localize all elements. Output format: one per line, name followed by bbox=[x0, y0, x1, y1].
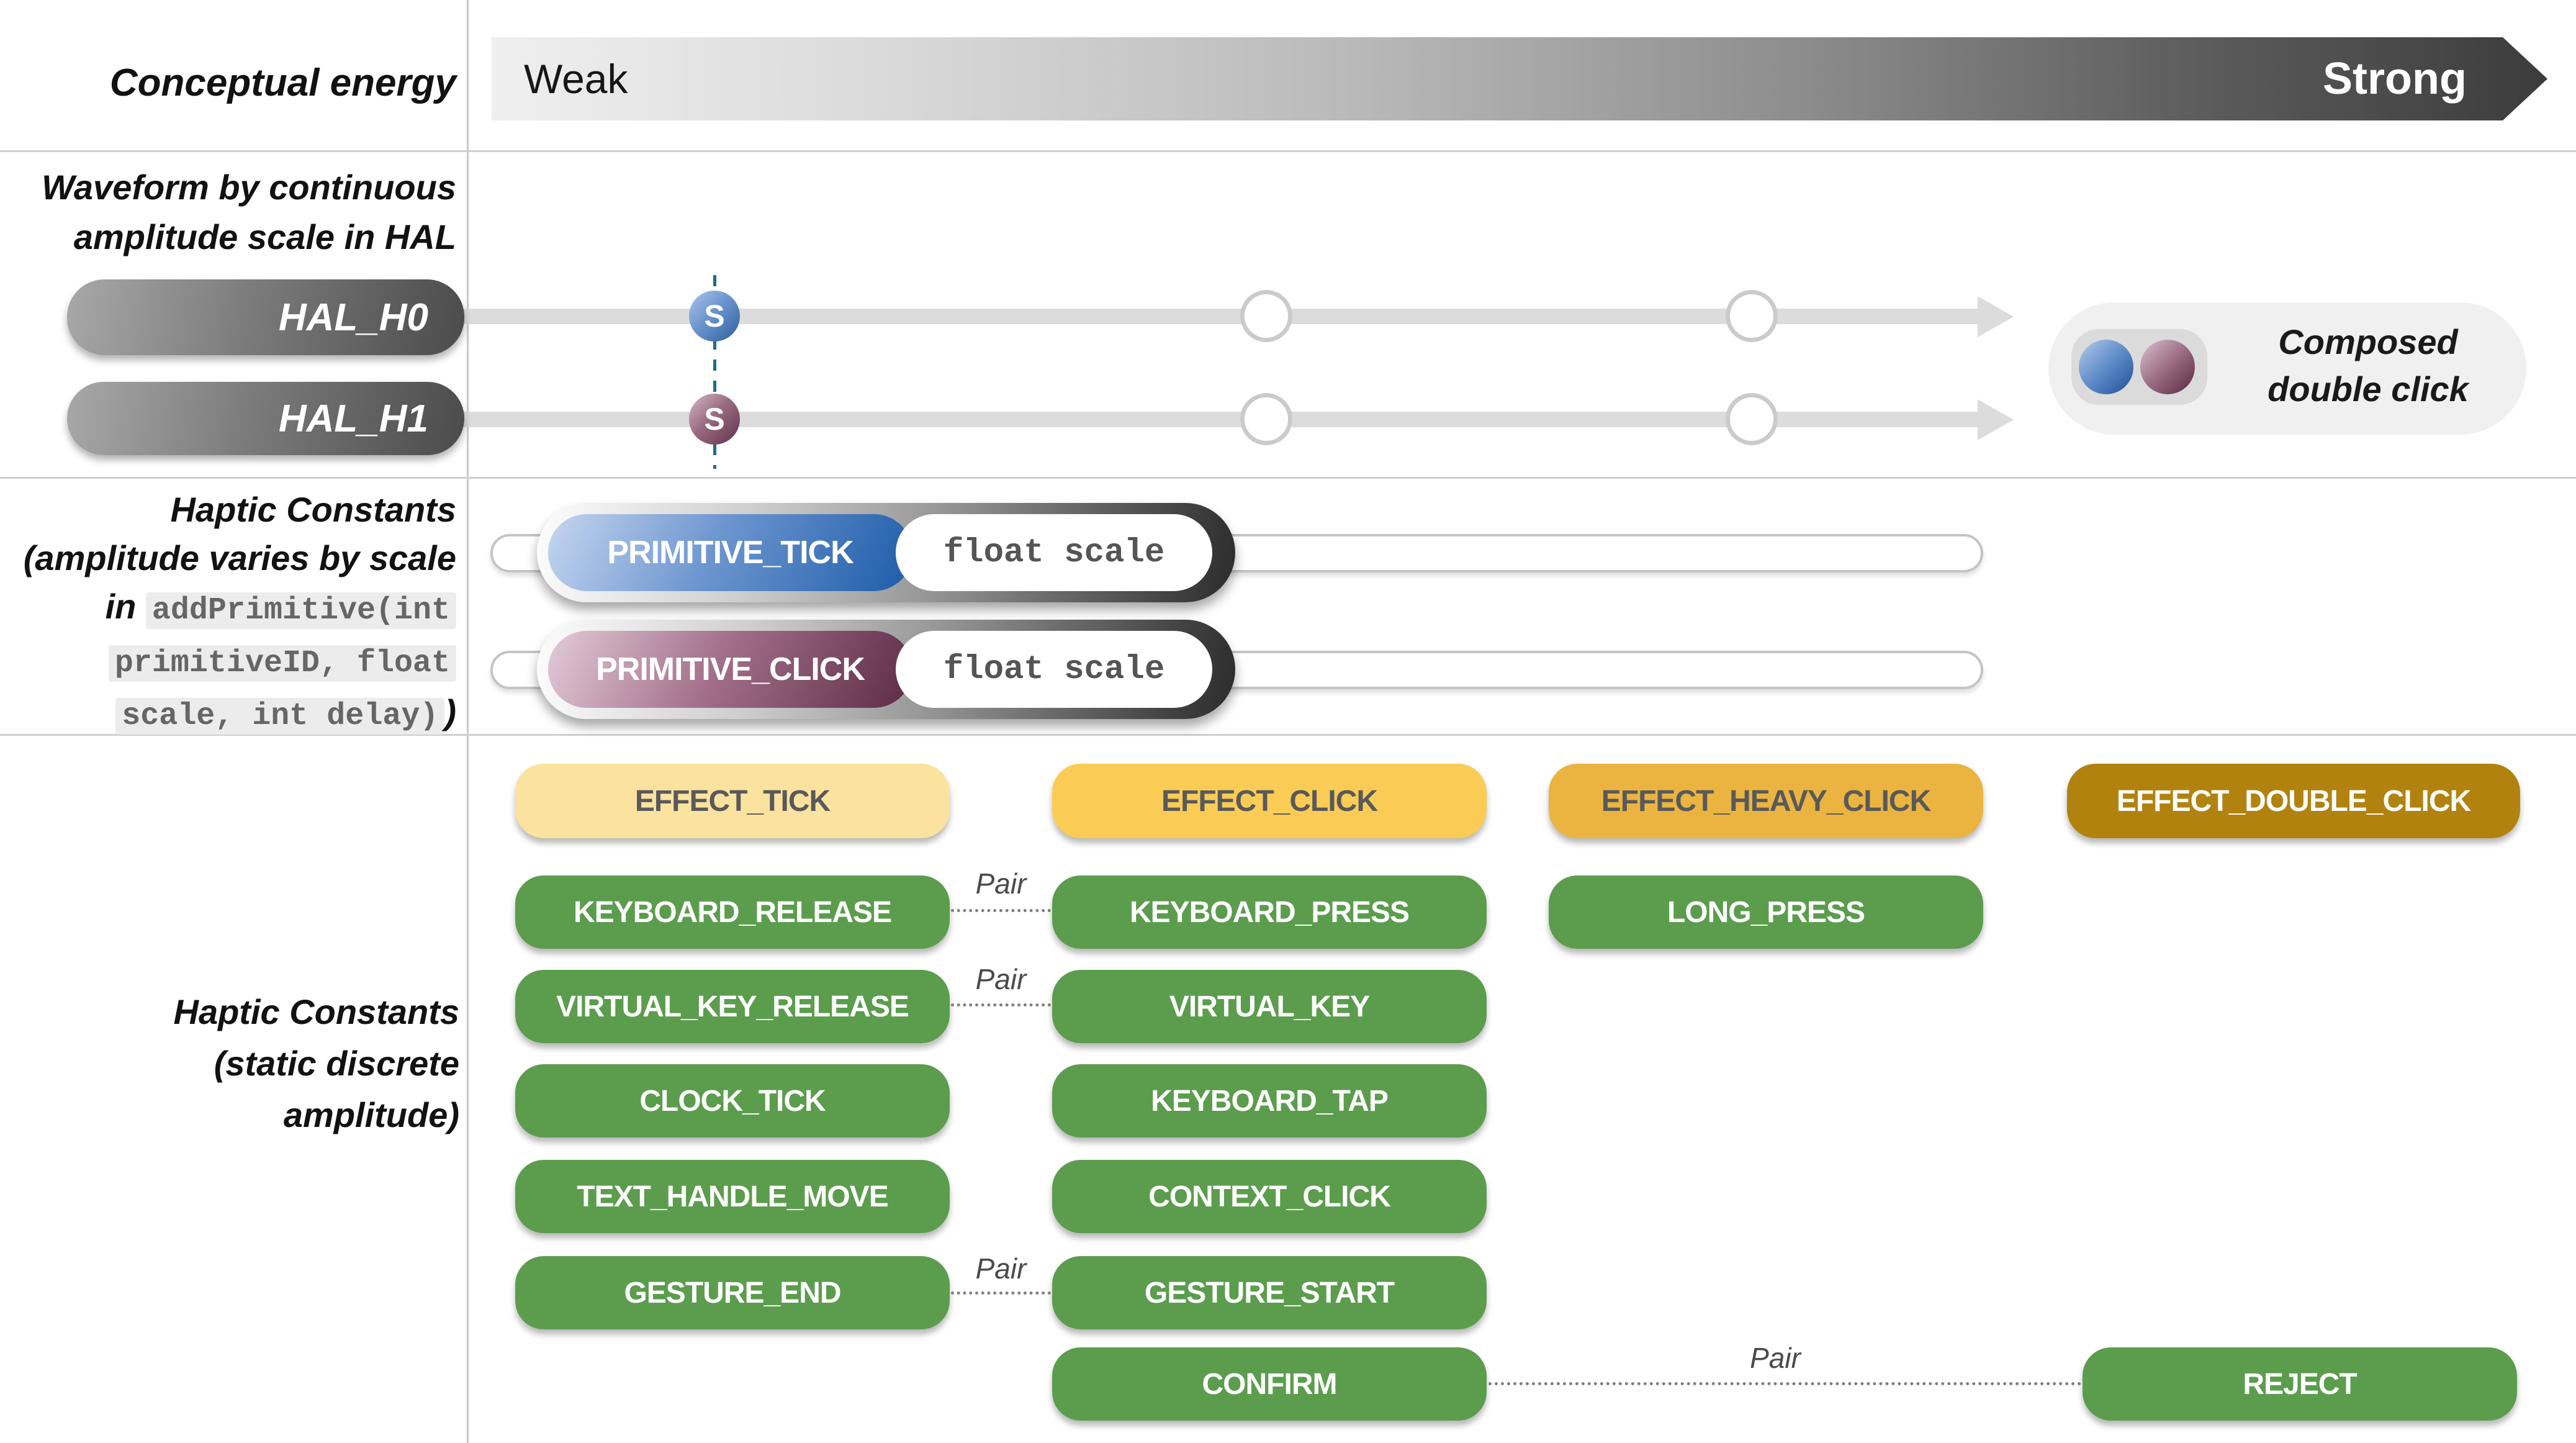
pill-effect-tick: EFFECT_TICK bbox=[515, 764, 950, 838]
pill-gesture-start: GESTURE_START bbox=[1052, 1256, 1487, 1329]
pill-effect-heavy-click-label: EFFECT_HEAVY_CLICK bbox=[1601, 784, 1932, 818]
pill-virtual-key-label: VIRTUAL_KEY bbox=[1169, 990, 1370, 1023]
primitive-tick-slider-thumb: PRIMITIVE_TICK float scale bbox=[537, 503, 1235, 602]
pair-label-confirm-reject: Pair bbox=[1750, 1342, 1801, 1374]
hal-h1-arrowhead-icon bbox=[1978, 399, 2014, 440]
primitive-code-line2: primitiveID, float bbox=[108, 645, 456, 682]
primitive-tick-label: PRIMITIVE_TICK bbox=[607, 535, 853, 571]
pill-keyboard-release-label: KEYBOARD_RELEASE bbox=[573, 895, 892, 929]
pill-confirm-label: CONFIRM bbox=[1202, 1367, 1338, 1401]
pill-keyboard-press-label: KEYBOARD_PRESS bbox=[1129, 895, 1410, 929]
composed-double-click-label: Composed double click bbox=[2222, 319, 2514, 413]
primitive-tick-param-label: float scale bbox=[943, 533, 1165, 572]
hal-h1-scale-marker-label: S bbox=[704, 402, 725, 437]
primitive-section-label: Haptic Constants (amplitude varies by sc… bbox=[0, 486, 456, 741]
pill-long-press-label: LONG_PRESS bbox=[1667, 895, 1865, 929]
scale-marker-dashed-line bbox=[713, 275, 716, 469]
pill-clock-tick: CLOCK_TICK bbox=[515, 1064, 950, 1138]
pill-effect-click: EFFECT_CLICK bbox=[1052, 764, 1487, 838]
primitive-click-label: PRIMITIVE_CLICK bbox=[596, 651, 865, 687]
row-divider-3 bbox=[0, 734, 2576, 736]
hal-h1-step-circle-2 bbox=[1726, 393, 1778, 445]
static-label-line3: amplitude) bbox=[283, 1095, 459, 1134]
column-divider bbox=[467, 0, 469, 1443]
primitive-label-line5: scale, int delay)) bbox=[0, 688, 456, 741]
hal-h0-scale-marker: S bbox=[689, 291, 740, 342]
pill-long-press: LONG_PRESS bbox=[1549, 875, 1983, 949]
primitive-label-line1: Haptic Constants bbox=[170, 490, 457, 529]
primitive-tick-param-pill: float scale bbox=[896, 514, 1212, 591]
hal-section-label: Waveform by continuous amplitude scale i… bbox=[0, 163, 456, 262]
primitive-code-line1: addPrimitive(int bbox=[145, 592, 456, 629]
energy-gradient-bar: Weak Strong bbox=[492, 37, 2547, 120]
composed-blue-dot-icon bbox=[2079, 340, 2133, 394]
composed-plum-dot-icon bbox=[2140, 340, 2195, 394]
pair-label-keyboard: Pair bbox=[975, 867, 1027, 900]
pair-label-gesture: Pair bbox=[975, 1252, 1027, 1285]
hal-h0-pill: HAL_H0 bbox=[67, 279, 464, 355]
pair-line-keyboard bbox=[951, 909, 1051, 912]
pill-gesture-end-label: GESTURE_END bbox=[624, 1276, 841, 1310]
pill-reject-label: REJECT bbox=[2243, 1367, 2357, 1401]
pill-effect-heavy-click: EFFECT_HEAVY_CLICK bbox=[1549, 764, 1983, 838]
pair-line-confirm-reject bbox=[1488, 1382, 2081, 1385]
pill-effect-double-click-label: EFFECT_DOUBLE_CLICK bbox=[2116, 784, 2471, 818]
pair-line-virtual-key bbox=[951, 1003, 1051, 1006]
primitive-label-line3: in addPrimitive(int bbox=[0, 582, 456, 635]
pill-clock-tick-label: CLOCK_TICK bbox=[639, 1084, 826, 1118]
primitive-click-param-pill: float scale bbox=[896, 631, 1212, 708]
pill-context-click: CONTEXT_CLICK bbox=[1052, 1160, 1487, 1233]
pair-label-virtual-key: Pair bbox=[975, 963, 1027, 995]
pill-virtual-key-release: VIRTUAL_KEY_RELEASE bbox=[515, 970, 950, 1043]
primitive-click-param-label: float scale bbox=[943, 650, 1165, 689]
pill-gesture-start-label: GESTURE_START bbox=[1144, 1276, 1395, 1310]
hal-h0-arrowhead-icon bbox=[1978, 296, 2014, 337]
static-label-line1: Haptic Constants bbox=[173, 992, 460, 1031]
hal-section-label-line1: Waveform by continuous bbox=[42, 168, 456, 207]
composed-double-click-badge: Composed double click bbox=[2048, 302, 2526, 435]
pill-context-click-label: CONTEXT_CLICK bbox=[1148, 1180, 1391, 1213]
hal-h1-pill: HAL_H1 bbox=[67, 382, 464, 455]
pill-reject: REJECT bbox=[2083, 1347, 2517, 1421]
primitive-click-slider-thumb: PRIMITIVE_CLICK float scale bbox=[537, 620, 1235, 719]
hal-h0-step-circle-2 bbox=[1726, 290, 1778, 342]
pill-effect-tick-label: EFFECT_TICK bbox=[634, 784, 831, 818]
hal-h0-scale-marker-label: S bbox=[704, 299, 725, 333]
energy-weak-label: Weak bbox=[524, 56, 628, 102]
composed-label-line1: Composed bbox=[2278, 322, 2458, 361]
composed-dots-container bbox=[2071, 329, 2207, 405]
pill-keyboard-release: KEYBOARD_RELEASE bbox=[515, 875, 950, 949]
primitive-click-pill: PRIMITIVE_CLICK bbox=[548, 631, 912, 708]
row-divider-1 bbox=[0, 150, 2576, 152]
hal-h0-label: HAL_H0 bbox=[278, 296, 428, 339]
pill-confirm: CONFIRM bbox=[1052, 1347, 1487, 1421]
pill-keyboard-tap-label: KEYBOARD_TAP bbox=[1151, 1084, 1389, 1118]
pill-effect-click-label: EFFECT_CLICK bbox=[1161, 784, 1378, 818]
primitive-label-line2: (amplitude varies by scale bbox=[23, 538, 456, 577]
primitive-label-line4: primitiveID, float bbox=[0, 635, 456, 688]
hal-h1-label: HAL_H1 bbox=[278, 397, 428, 440]
pill-virtual-key: VIRTUAL_KEY bbox=[1052, 970, 1487, 1043]
pill-text-handle-move-label: TEXT_HANDLE_MOVE bbox=[577, 1180, 888, 1213]
pill-virtual-key-release-label: VIRTUAL_KEY_RELEASE bbox=[556, 990, 909, 1023]
pill-gesture-end: GESTURE_END bbox=[515, 1256, 950, 1329]
static-section-label: Haptic Constants (static discrete amplit… bbox=[0, 986, 460, 1141]
conceptual-energy-label: Conceptual energy bbox=[109, 61, 456, 104]
energy-strong-label: Strong bbox=[2323, 54, 2467, 104]
pair-line-gesture bbox=[951, 1291, 1051, 1295]
pill-effect-double-click: EFFECT_DOUBLE_CLICK bbox=[2067, 764, 2520, 838]
hal-h0-step-circle-1 bbox=[1240, 290, 1292, 342]
pill-keyboard-tap: KEYBOARD_TAP bbox=[1052, 1064, 1487, 1138]
pill-text-handle-move: TEXT_HANDLE_MOVE bbox=[515, 1160, 950, 1233]
primitive-code-line3: scale, int delay) bbox=[115, 698, 445, 735]
static-label-line2: (static discrete bbox=[214, 1044, 459, 1083]
hal-h1-step-circle-1 bbox=[1240, 393, 1292, 445]
primitive-tick-pill: PRIMITIVE_TICK bbox=[548, 514, 912, 591]
hal-section-label-line2: amplitude scale in HAL bbox=[73, 217, 456, 256]
hal-h1-scale-marker: S bbox=[689, 394, 740, 445]
pill-keyboard-press: KEYBOARD_PRESS bbox=[1052, 875, 1487, 949]
composed-label-line2: double click bbox=[2268, 369, 2469, 409]
row-divider-2 bbox=[0, 477, 2576, 479]
